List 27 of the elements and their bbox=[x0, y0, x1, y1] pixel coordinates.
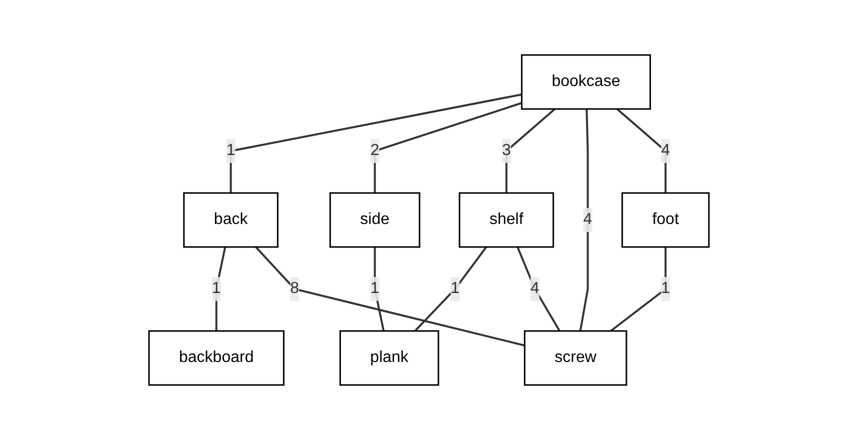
edge-label: 4 bbox=[660, 141, 670, 158]
connector bbox=[414, 246, 487, 332]
node-box: plank bbox=[338, 330, 439, 386]
connector bbox=[229, 93, 522, 192]
edge-label: 4 bbox=[582, 210, 592, 228]
node-box: back bbox=[182, 192, 278, 248]
connector bbox=[373, 102, 522, 192]
connector bbox=[504, 108, 556, 192]
node-box: backboard bbox=[148, 330, 284, 386]
edge-label: 1 bbox=[370, 279, 379, 296]
edge-label: 1 bbox=[450, 279, 460, 296]
node-box: bookcase bbox=[520, 54, 651, 110]
connector bbox=[610, 246, 666, 332]
node-box: side bbox=[328, 192, 420, 248]
edge-label: 1 bbox=[226, 141, 235, 158]
connector bbox=[616, 108, 666, 192]
edge-label: 8 bbox=[290, 279, 299, 296]
edge-label: 4 bbox=[530, 279, 539, 296]
connector bbox=[578, 108, 588, 331]
edge-label: 1 bbox=[211, 279, 220, 296]
connector bbox=[516, 246, 560, 331]
edge-label: 1 bbox=[660, 279, 670, 296]
edge-label: 3 bbox=[502, 141, 510, 158]
node-box: shelf bbox=[458, 192, 554, 248]
edge-label: 2 bbox=[370, 141, 379, 158]
node-box: screw bbox=[523, 330, 627, 386]
node-box: foot bbox=[621, 192, 710, 248]
